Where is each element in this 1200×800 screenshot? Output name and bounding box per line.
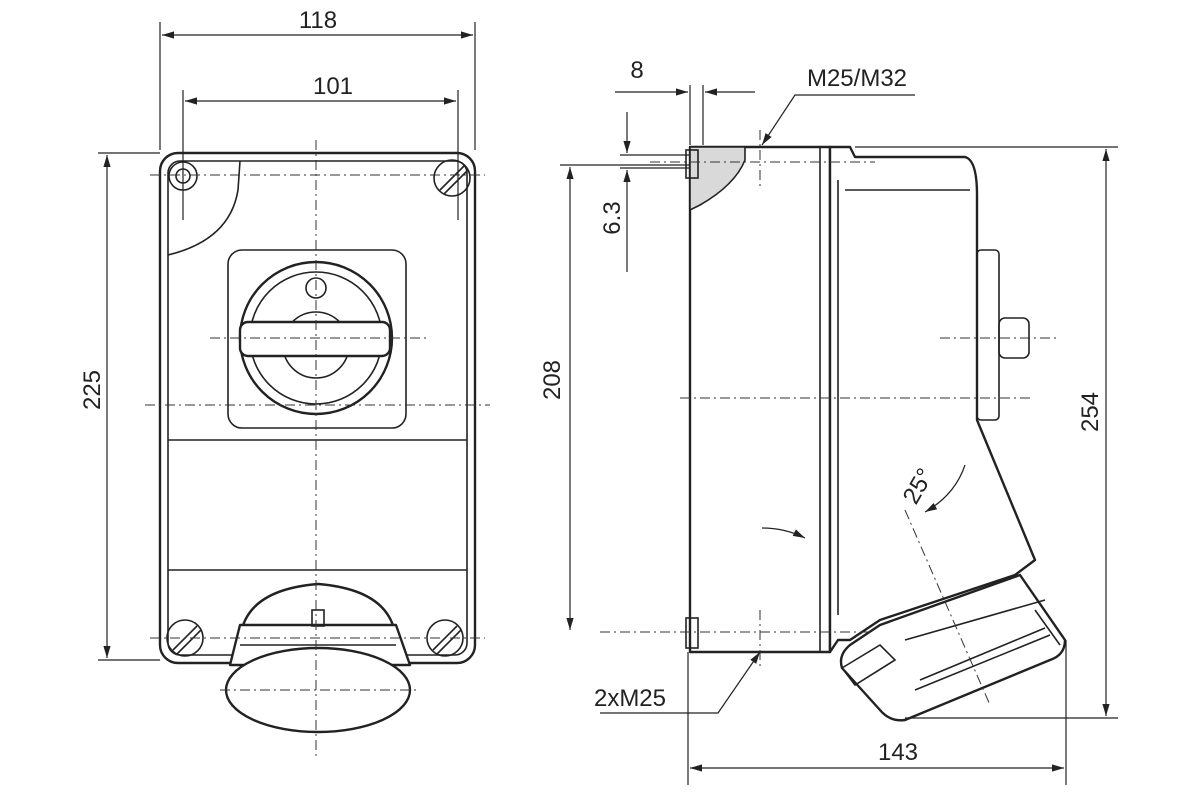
side-base [688, 145, 832, 654]
side-knob-base [976, 249, 1000, 421]
top-cable-gland [689, 146, 746, 212]
front-socket [224, 582, 412, 734]
leader-2xm25 [600, 651, 761, 714]
screw-bottom-left [166, 619, 204, 657]
front-view: 118 101 225 [79, 7, 490, 760]
dim-label-254: 254 [1077, 392, 1104, 432]
angle-arc [924, 464, 966, 513]
side-cover [828, 145, 1037, 654]
dim-label-8: 8 [630, 57, 643, 84]
side-view: 25° 8 M25/M32 6.3 208 254 [539, 57, 1118, 785]
leader-m25-m32 [761, 94, 915, 146]
dim-label-6-3: 6.3 [599, 201, 626, 234]
rotation-arrow [761, 527, 806, 539]
label-m25-m32: M25/M32 [807, 65, 907, 92]
dim-label-143: 143 [878, 739, 918, 766]
switch-plate [227, 249, 407, 429]
front-hinge-flap [167, 160, 241, 256]
dim-label-208: 208 [539, 360, 566, 400]
switch-handle [238, 320, 392, 358]
dim-label-101: 101 [313, 73, 353, 100]
dim-label-225: 225 [79, 370, 106, 410]
side-socket [839, 573, 1067, 722]
dim-label-118: 118 [299, 7, 337, 34]
screw-top-right [433, 159, 471, 197]
switch-indicator-dot [305, 277, 327, 299]
label-2xm25: 2xM25 [594, 685, 666, 712]
screw-bottom-right [426, 619, 464, 657]
